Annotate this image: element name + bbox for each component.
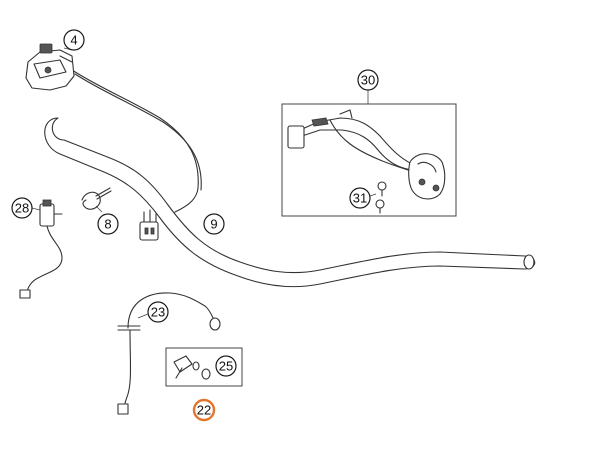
callout-8[interactable]: 8	[97, 213, 119, 235]
callout-30[interactable]: 30	[357, 69, 379, 91]
cable-23[interactable]	[117, 292, 221, 415]
svg-text:8: 8	[104, 217, 111, 232]
svg-text:22: 22	[197, 403, 211, 418]
svg-text:23: 23	[151, 305, 165, 320]
leader-28	[31, 207, 41, 211]
svg-text:28: 28	[15, 201, 29, 216]
handlebar[interactable]	[44, 117, 536, 288]
callout-28[interactable]: 28	[11, 197, 33, 219]
callout-31[interactable]: 31	[349, 187, 371, 209]
svg-text:4: 4	[70, 33, 77, 48]
handlebar-switch-4[interactable]	[25, 43, 75, 91]
svg-text:31: 31	[353, 191, 367, 206]
svg-text:30: 30	[361, 73, 375, 88]
callout-22-highlighted[interactable]: 22	[192, 398, 216, 422]
svg-text:9: 9	[210, 217, 217, 232]
callout-23[interactable]: 23	[147, 301, 169, 323]
leader-31	[369, 193, 377, 197]
callout-25[interactable]: 25	[215, 355, 237, 377]
switch-cable-4	[71, 69, 202, 213]
leader-23	[137, 313, 149, 319]
parts-box-30	[281, 103, 457, 217]
banjo-bolt[interactable]	[173, 355, 211, 380]
connector-plug[interactable]	[139, 209, 159, 241]
throttle-assembly-30[interactable]	[287, 109, 446, 200]
parts-box-25	[165, 347, 243, 387]
callout-9[interactable]: 9	[203, 213, 225, 235]
cable-tie-8[interactable]	[81, 187, 112, 210]
leader-8	[95, 205, 103, 213]
clutch-switch-28[interactable]	[19, 199, 63, 299]
svg-text:25: 25	[219, 359, 233, 374]
callout-4[interactable]: 4	[63, 29, 85, 51]
screw-31[interactable]	[375, 181, 387, 214]
